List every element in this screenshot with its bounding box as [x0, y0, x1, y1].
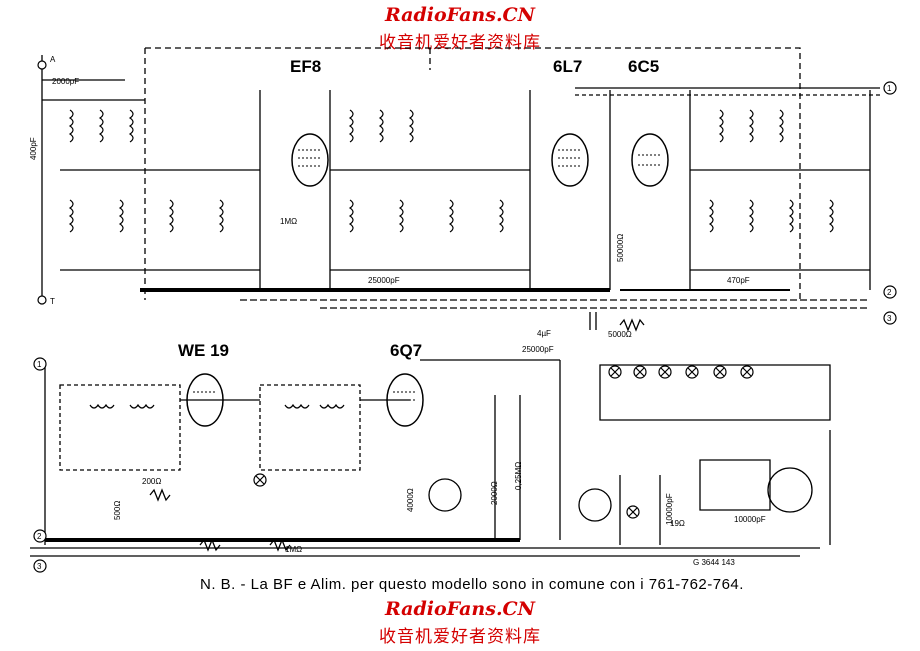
label-r-1m-a: 1MΩ [280, 217, 297, 226]
label-r-025: 0,25MΩ [514, 462, 523, 490]
label-r-2000: 2000Ω [490, 481, 499, 505]
label-c-4uf: 4µF [537, 329, 551, 338]
label-r-1m-b: 1MΩ [285, 545, 302, 554]
terminal-label-1-top: 1 [887, 84, 892, 93]
tube-label-ef8: EF8 [290, 57, 321, 76]
tube-grids [193, 149, 662, 401]
terminal-label-2-top: 2 [887, 288, 892, 297]
label-r-200: 200Ω [142, 477, 161, 486]
terminal-label-t: T [50, 297, 55, 306]
terminal-label-3-top: 3 [887, 314, 892, 323]
footnote: N. B. - La BF e Alim. per questo modello… [200, 576, 744, 593]
terminal-label-1-bottom: 1 [37, 360, 42, 369]
tube-label-we19: WE 19 [178, 341, 229, 360]
label-r-19: 19Ω [670, 519, 685, 528]
label-c-400: 400pF [29, 137, 38, 160]
label-r-50000: 50000Ω [616, 234, 625, 262]
tube-label-6c5: 6C5 [628, 57, 659, 76]
label-r-5000: 5000Ω [608, 330, 632, 339]
tube-label-6q7: 6Q7 [390, 341, 422, 360]
tube-label-6l7: 6L7 [553, 57, 582, 76]
watermark-title: RadioFans.CN [384, 4, 536, 26]
drawing-code: G 3644 143 [693, 558, 735, 567]
watermark-subtitle-bottom: 收音机爱好者资料库 [379, 627, 541, 647]
label-r-500: 500Ω [113, 501, 122, 520]
passive-components [149, 312, 813, 552]
watermark-title-bottom: RadioFans.CN [384, 598, 536, 620]
label-c-25000-a: 25000pF [368, 276, 400, 285]
label-r-4000: 4000Ω [406, 488, 415, 512]
label-c-2000: 2000pF [52, 77, 79, 86]
coils [68, 109, 834, 409]
terminals [33, 60, 897, 573]
label-c-25000-b: 25000pF [522, 345, 554, 354]
terminal-label-a: A [50, 55, 56, 64]
pilot-lamps [253, 365, 754, 519]
label-c-10000-b: 10000pF [665, 493, 674, 525]
label-c-470: 470pF [727, 276, 750, 285]
wiring [30, 47, 880, 557]
label-c-10000: 10000pF [734, 515, 766, 524]
terminal-label-2-bottom: 2 [37, 532, 42, 541]
tube-symbols [186, 133, 669, 427]
terminal-label-3-bottom: 3 [37, 562, 42, 571]
